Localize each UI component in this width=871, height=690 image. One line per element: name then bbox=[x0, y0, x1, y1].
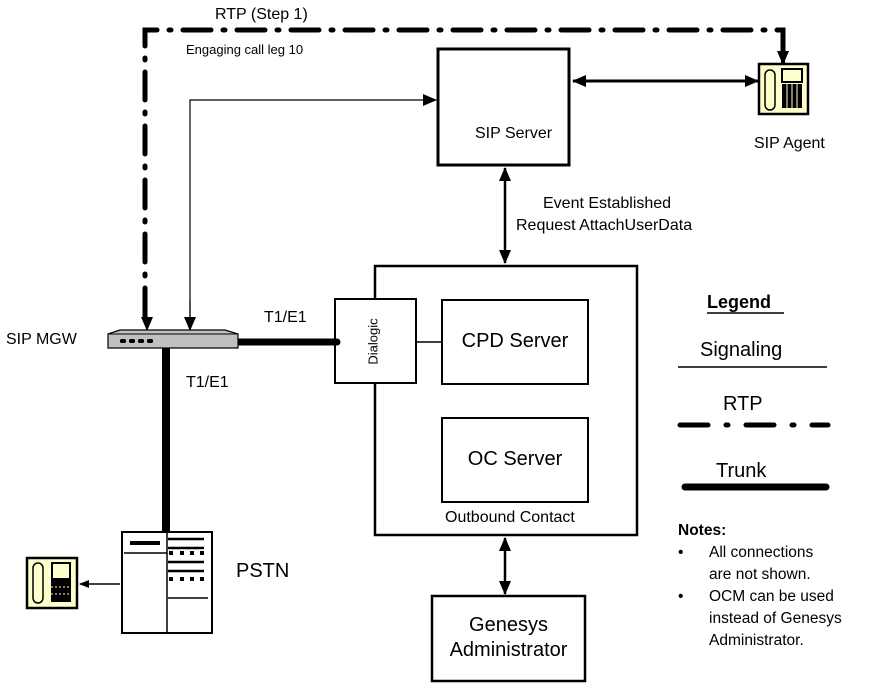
engaging-call-leg-label: Engaging call leg 10 bbox=[186, 42, 304, 57]
oc-server-label: OC Server bbox=[467, 448, 563, 470]
pstn-label: PSTN bbox=[236, 560, 290, 582]
cpd-server-box[interactable] bbox=[441, 299, 589, 385]
dialogic-label: Dialogic bbox=[365, 318, 381, 365]
customer-phone-icon[interactable] bbox=[25, 556, 79, 610]
signaling-mgw-sipserver bbox=[189, 94, 437, 330]
legend-trunk-label: Trunk bbox=[716, 460, 767, 482]
notes-title: Notes: bbox=[678, 522, 727, 539]
outbound-contact-label: Outbound Contact bbox=[445, 509, 575, 526]
notes-panel: Notes: All connections are not shown. OC… bbox=[678, 520, 864, 652]
request-attach-label: Request AttachUserData bbox=[516, 217, 693, 234]
event-established-label: Event Established bbox=[543, 195, 672, 212]
genesys-administrator-box[interactable] bbox=[430, 594, 587, 683]
oc-server-box[interactable] bbox=[441, 417, 589, 503]
legend-signaling-label: Signaling bbox=[700, 339, 783, 361]
note-item: OCM can be used instead of Genesys Admin… bbox=[678, 586, 864, 652]
sip-server-box[interactable] bbox=[436, 47, 571, 167]
genesys-label-line1: Genesys bbox=[469, 614, 548, 636]
genesys-label-line2: Administrator bbox=[449, 639, 568, 661]
sip-mgw-label: SIP MGW bbox=[6, 331, 77, 348]
legend-title: Legend bbox=[707, 292, 772, 312]
pstn-switch-icon[interactable] bbox=[121, 531, 213, 634]
sip-server-label: SIP Server bbox=[475, 125, 553, 142]
sip-agent-phone-icon[interactable] bbox=[757, 62, 810, 116]
notes-list: All connections are not shown. OCM can b… bbox=[678, 542, 864, 652]
legend-rtp-label: RTP bbox=[723, 393, 763, 415]
sip-agent-label: SIP Agent bbox=[754, 135, 825, 152]
rtp-step-label: RTP (Step 1) bbox=[215, 6, 308, 23]
note-item: All connections are not shown. bbox=[678, 542, 839, 586]
cpd-server-label: CPD Server bbox=[461, 330, 569, 352]
t1e1-horizontal-label: T1/E1 bbox=[264, 309, 307, 326]
sip-mgw-gateway-icon[interactable] bbox=[107, 329, 239, 349]
t1e1-vertical-label: T1/E1 bbox=[186, 374, 229, 391]
